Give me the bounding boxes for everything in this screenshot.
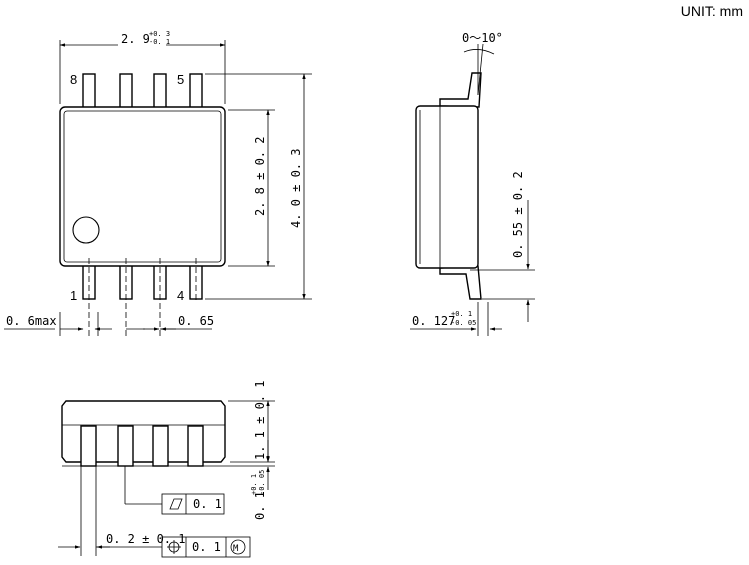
flatness-frame — [161, 493, 225, 515]
thickness-dim: 0. 127 — [412, 314, 455, 328]
lead-pin-6 — [153, 73, 167, 111]
front-lead-4 — [187, 425, 204, 467]
lead-pin-7 — [119, 73, 133, 111]
width-tol-lower: -0. 1 — [149, 38, 170, 46]
lead-pin-5 — [189, 73, 203, 111]
flatness-value: 0. 1 — [193, 497, 222, 511]
mmc-letter: M — [233, 544, 239, 554]
pin-label-8: 8 — [70, 72, 77, 87]
position-value: 0. 1 — [192, 540, 221, 554]
front-view: 1. 1 ± 0. 1 0. 1 +0. 1 -0. 05 0. 1 0. 2 … — [58, 381, 275, 558]
width-tol-upper: +0. 3 — [149, 30, 170, 38]
front-body — [61, 400, 226, 463]
package-body — [59, 106, 226, 267]
front-lead-2 — [117, 425, 134, 467]
lead-length-dim: 0. 55 ± 0. 2 — [511, 171, 525, 258]
unit-label: UNIT: mm — [680, 3, 743, 19]
lead-width-dim: 0. 6max — [6, 314, 57, 328]
front-lead-1 — [80, 425, 97, 467]
position-icon — [167, 540, 181, 554]
side-lead-top — [439, 72, 482, 108]
pitch-dim: 0. 65 — [178, 314, 214, 328]
mmc-symbol — [230, 539, 246, 555]
front-lead-3 — [152, 425, 169, 467]
body-height-dim: 2. 8 ± 0. 2 — [253, 137, 267, 216]
standoff-tol-lower: -0. 05 — [258, 470, 266, 495]
pin-label-1: 1 — [70, 288, 77, 303]
pin1-marker — [72, 216, 100, 244]
flatness-icon — [169, 498, 183, 510]
side-view: 0～10° 0. 55 ± 0. 2 0. 127 +0. 1 -0. 05 — [410, 31, 535, 336]
top-view: 8 5 1 4 2. 9 +0. 3 -0. 1 2. 8 ± 0. 2 4. … — [4, 30, 312, 336]
side-lead-bottom — [439, 265, 482, 300]
width-dim: 2. 9 — [121, 32, 150, 46]
standoff-tol-upper: +0. 1 — [250, 474, 258, 495]
total-height-dim: 4. 0 ± 0. 3 — [289, 149, 303, 228]
thickness-tol-lower: -0. 05 — [451, 319, 476, 327]
position-frame — [161, 536, 251, 558]
front-lead-width-dim: 0. 2 ± 0. 1 — [106, 532, 185, 546]
angle-dim: 0～10° — [462, 31, 503, 45]
lead-pin-8 — [82, 73, 96, 111]
pin-label-4: 4 — [177, 288, 184, 303]
front-height-dim: 1. 1 ± 0. 1 — [253, 381, 267, 460]
standoff-dim: 0. 1 — [253, 491, 267, 520]
side-body — [415, 105, 479, 269]
package-body-inner — [63, 110, 222, 263]
thickness-tol-upper: +0. 1 — [451, 310, 472, 318]
pin-label-5: 5 — [177, 72, 184, 87]
